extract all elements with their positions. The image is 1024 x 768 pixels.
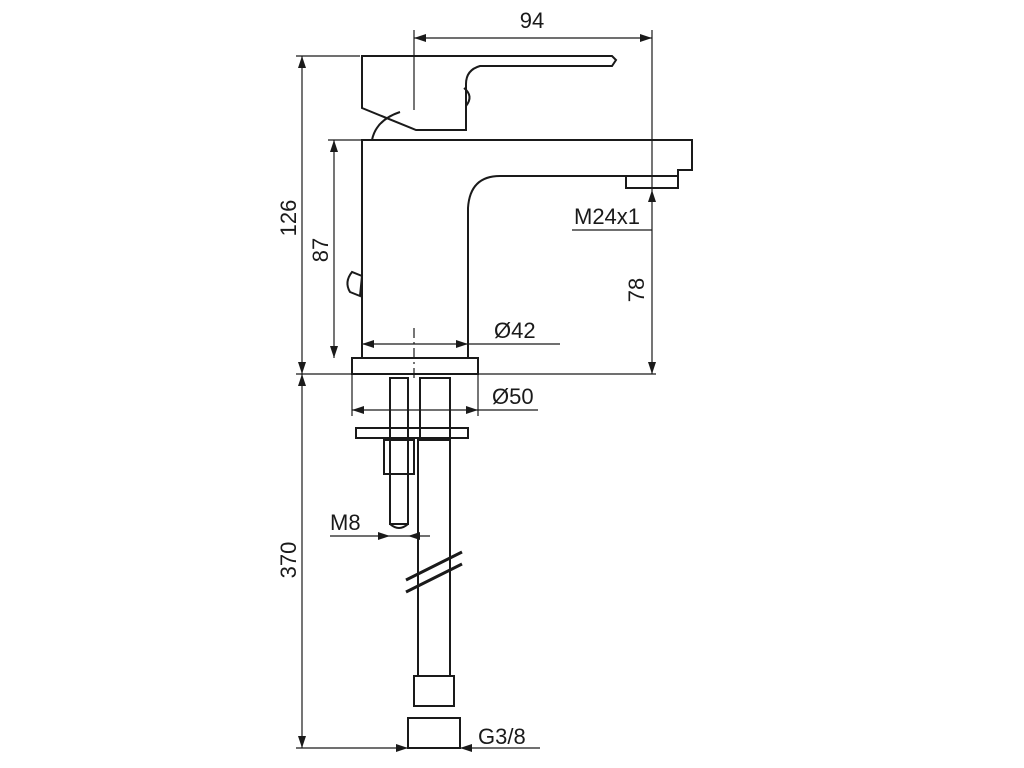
base-plate [351, 357, 479, 375]
arrow [298, 374, 306, 386]
dim-42-label: Ø42 [494, 318, 536, 343]
arrow [298, 736, 306, 748]
arrow [456, 340, 468, 348]
arrow [648, 362, 656, 374]
arrow [396, 744, 408, 752]
dim-g38-label: G3/8 [478, 724, 526, 749]
arrow [298, 362, 306, 374]
lever-handle [361, 55, 618, 131]
braided-hose [417, 439, 451, 677]
mounting-ring [355, 427, 469, 439]
dim-78-label: 78 [624, 278, 649, 302]
faucet-body [361, 139, 693, 359]
dim-50-label: Ø50 [492, 384, 534, 409]
hose-fitting-top [419, 377, 451, 439]
threaded-stud [389, 377, 409, 525]
hose-nut [407, 717, 461, 749]
lever-pivot [463, 87, 471, 107]
arrow [378, 532, 390, 540]
dim-87-label: 87 [308, 238, 333, 262]
dim-m24-label: M24x1 [574, 204, 640, 229]
aerator [625, 175, 679, 189]
stud-end [389, 523, 409, 529]
arrow [298, 56, 306, 68]
dim-126-label: 126 [276, 200, 301, 237]
arrow [466, 406, 478, 414]
dim-370-label: 370 [276, 542, 301, 579]
mounting-nut [383, 439, 415, 475]
break-mark [405, 562, 463, 594]
arrow [330, 140, 338, 152]
arrow [640, 34, 652, 42]
indicator-knob [346, 270, 364, 298]
arrow [414, 34, 426, 42]
arrow [362, 340, 374, 348]
arrow [460, 744, 472, 752]
dimensions: 94 126 87 M24x1 78 Ø42 Ø50 [276, 8, 656, 752]
arrow [352, 406, 364, 414]
arrow [408, 532, 420, 540]
arrow [330, 346, 338, 358]
dim-94-label: 94 [520, 8, 544, 33]
arrow [648, 190, 656, 202]
hose-fitting-bottom [413, 675, 455, 707]
break-mark [405, 550, 463, 582]
dim-m8-label: M8 [330, 510, 361, 535]
lever-underside [371, 111, 401, 141]
